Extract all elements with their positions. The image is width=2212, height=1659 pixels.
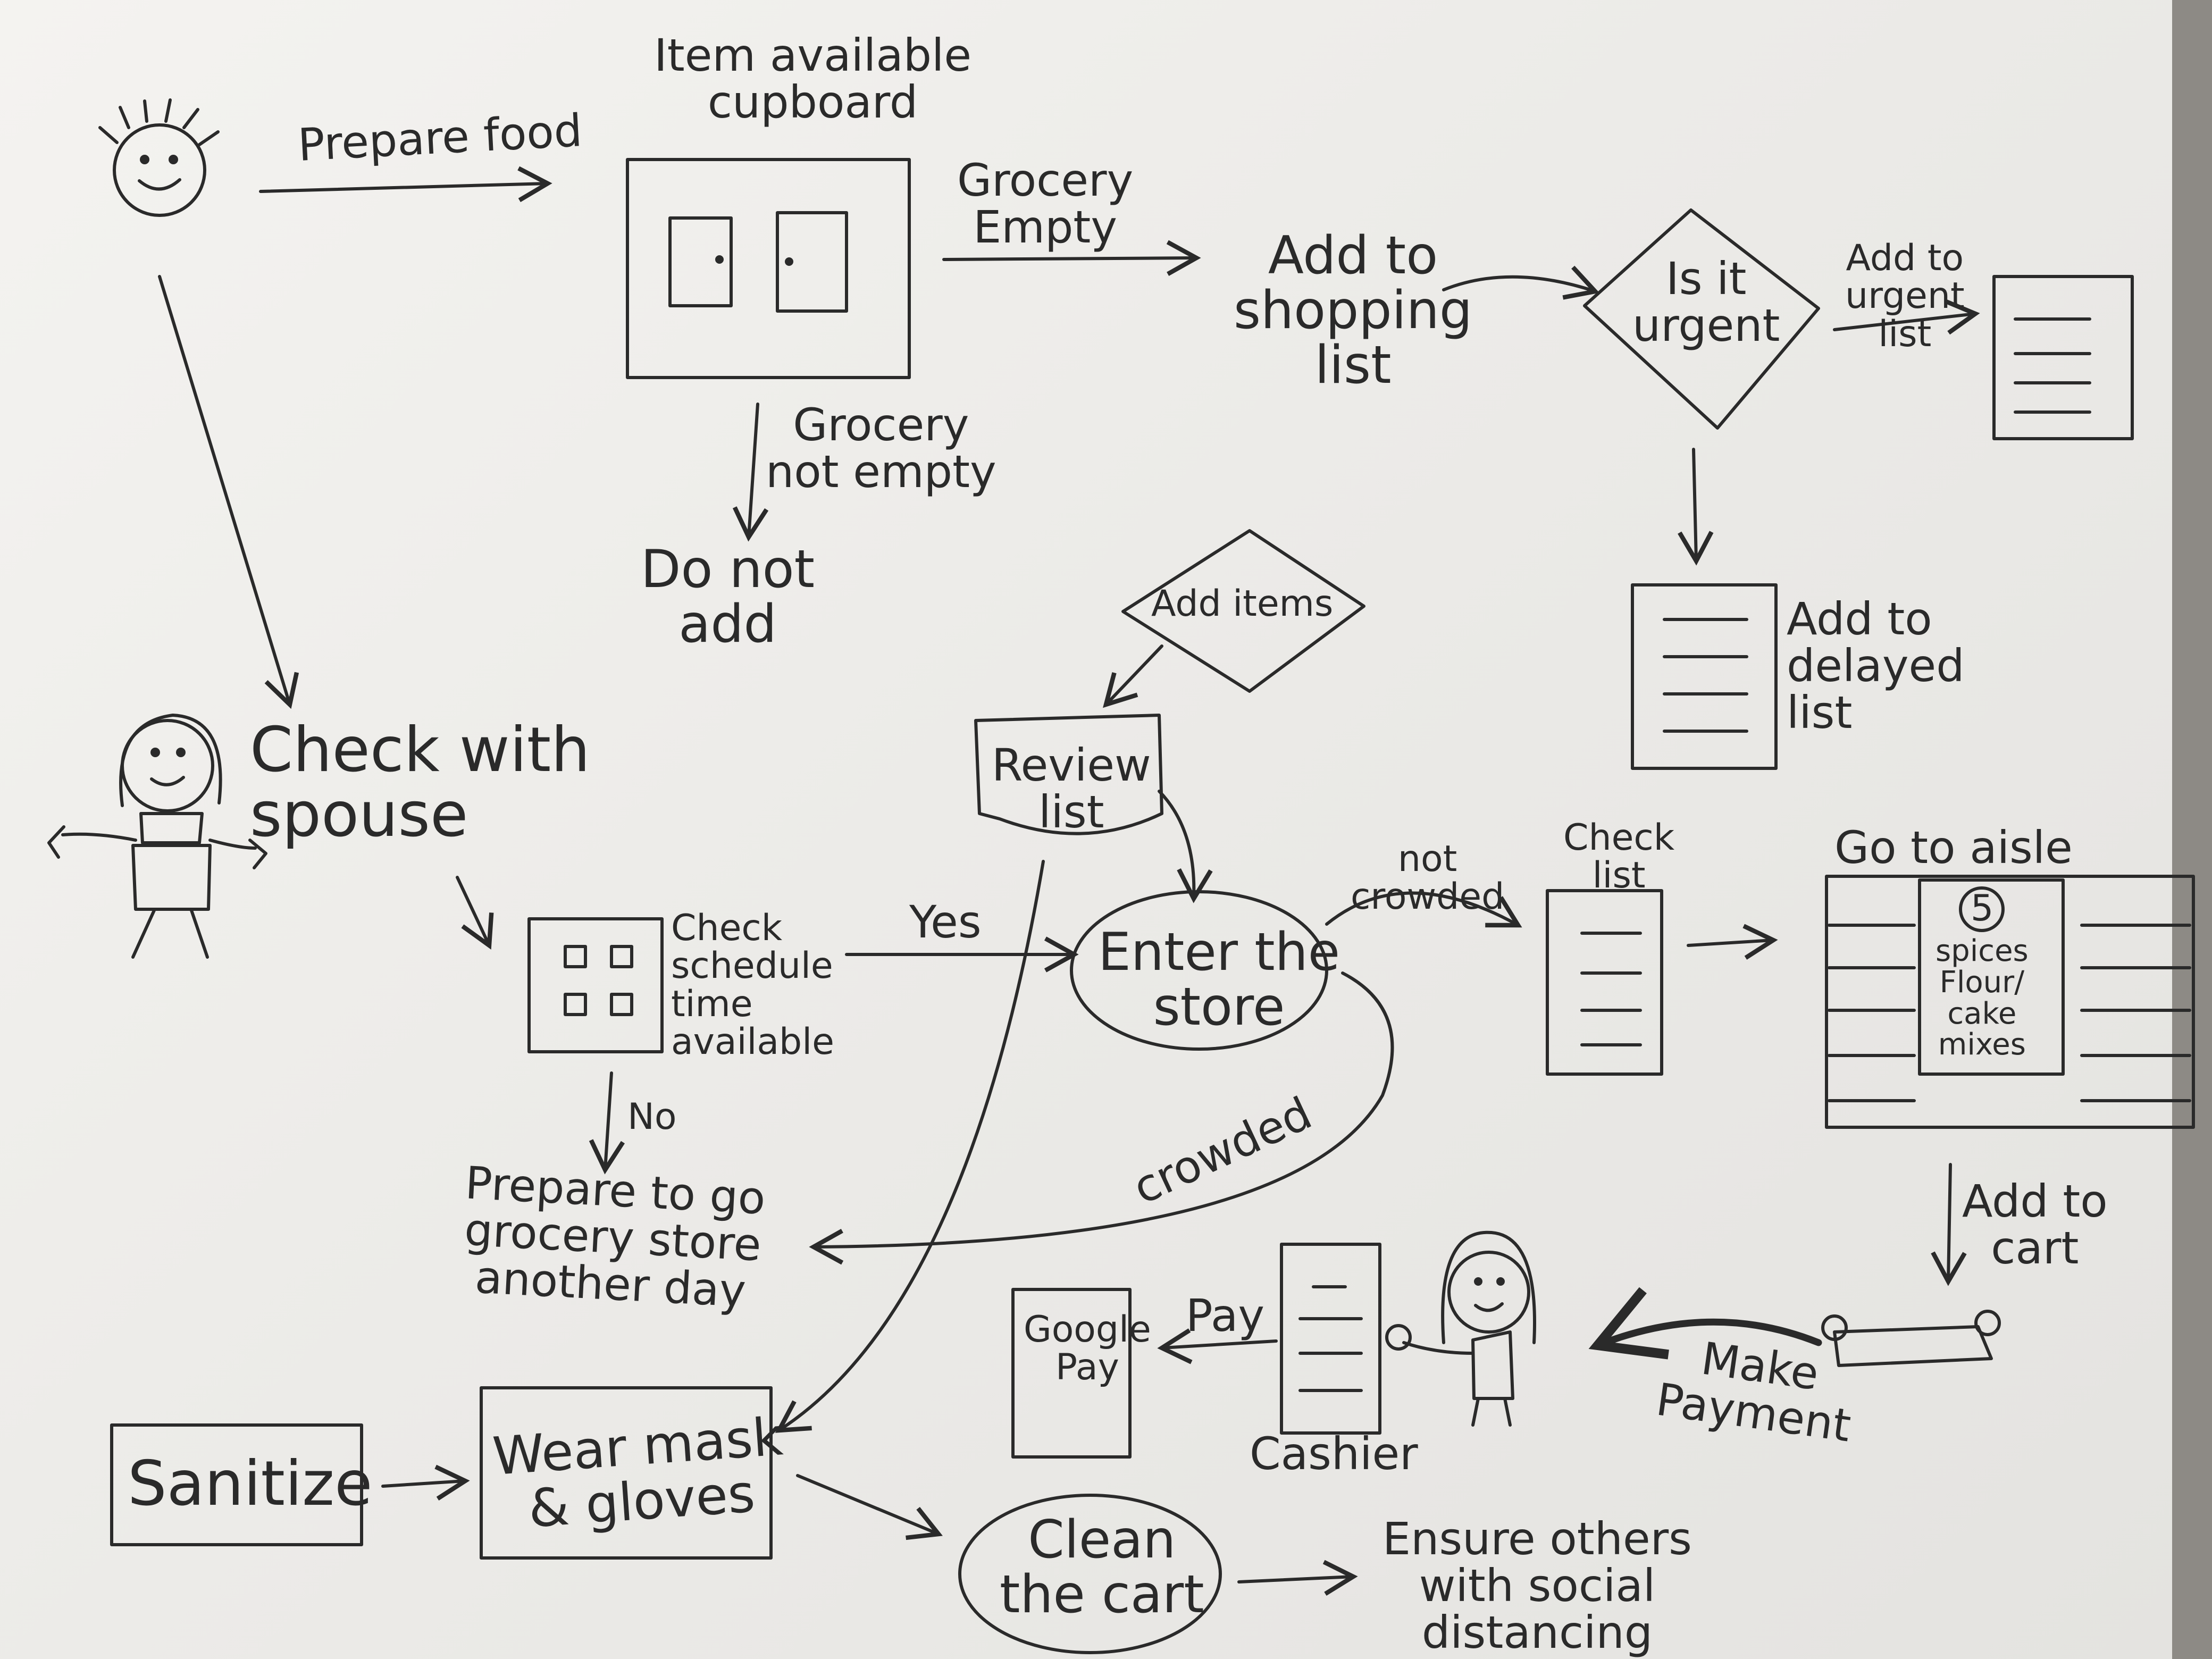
delayed-list-icon xyxy=(1631,583,1778,770)
label-ensure-others: Ensure others with social distancing xyxy=(1382,1513,1692,1659)
arrow-make-payment xyxy=(1588,1287,1822,1360)
label-add-to-cart: Add to cart xyxy=(1962,1175,2108,1275)
arrow-not-crowded xyxy=(1325,891,1522,928)
arrow-sanitize-to-mask xyxy=(381,1464,470,1501)
arrow-prepare-food xyxy=(259,166,552,203)
spouse-figure-icon xyxy=(47,714,267,959)
arrow-to-urgent-check xyxy=(1442,265,1600,300)
label-add-items: Add items xyxy=(1151,583,1334,625)
clean-cart-ellipse xyxy=(958,1494,1222,1654)
label-enter-the-store: Enter the store xyxy=(1098,922,1340,1037)
label-sanitize: Sanitize xyxy=(128,1448,373,1520)
label-item-available: Item available cupboard xyxy=(654,29,972,129)
arrow-clean-to-ensure xyxy=(1237,1560,1358,1596)
label-check-schedule: Check schedule time available xyxy=(671,907,834,1063)
label-yes: Yes xyxy=(909,896,982,948)
label-review-list: Review list xyxy=(992,739,1151,839)
label-no: No xyxy=(627,1096,677,1138)
arrow-add-to-urgent xyxy=(1833,299,1980,335)
person-head-icon xyxy=(98,98,220,217)
sanitize-box xyxy=(110,1423,363,1546)
label-check-list: Check list xyxy=(1563,817,1675,897)
cashier-figure-icon xyxy=(1385,1230,1536,1427)
arrow-grocery-empty xyxy=(942,240,1201,276)
label-not-crowded: not crowded xyxy=(1351,838,1505,918)
label-go-to-aisle: Go to aisle xyxy=(1834,822,2073,874)
enter-store-ellipse xyxy=(1070,890,1328,1051)
shopping-cart-icon xyxy=(1821,1310,2001,1367)
check-list-icon xyxy=(1546,889,1663,1076)
arrow-review-to-mask xyxy=(775,860,1045,1433)
arrow-to-delayed xyxy=(1678,448,1714,566)
label-google-pay: Google Pay xyxy=(1024,1309,1151,1389)
label-prepare-another-day: Prepare to go grocery store another day xyxy=(463,1157,767,1318)
arrow-add-items-to-review xyxy=(1103,644,1163,708)
arrow-mask-to-clean xyxy=(796,1474,943,1540)
label-add-to-urgent: Add to urgent list xyxy=(1845,237,1965,355)
cash-register-icon xyxy=(1280,1243,1381,1435)
google-pay-card xyxy=(1011,1288,1132,1459)
label-pay: Pay xyxy=(1186,1289,1265,1342)
add-items-diamond xyxy=(1121,529,1365,693)
arrow-head-to-spouse xyxy=(158,275,299,709)
arrow-crowded xyxy=(809,971,1394,1265)
label-clean-the-cart: Clean the cart xyxy=(1000,1510,1204,1625)
calendar-icon xyxy=(527,917,664,1053)
arrow-review-to-enter xyxy=(1158,790,1213,903)
label-grocery-empty: Grocery Empty xyxy=(957,154,1134,254)
label-cashier: Cashier xyxy=(1250,1428,1418,1480)
arrow-no xyxy=(589,1071,625,1175)
label-add-to-shopping-list: Add to shopping list xyxy=(1234,225,1473,396)
label-is-it-urgent: Is it urgent xyxy=(1632,253,1780,352)
is-urgent-diamond xyxy=(1583,208,1820,430)
label-do-not-add: Do not add xyxy=(641,539,815,655)
review-list-shape xyxy=(974,714,1163,835)
label-aisle-items: spices Flour/ cake mixes xyxy=(1936,934,2029,1062)
label-grocery-not-empty: Grocery not empty xyxy=(766,399,996,498)
arrow-add-to-cart xyxy=(1931,1163,1967,1286)
arrow-checklist-to-aisle xyxy=(1687,924,1778,960)
wear-mask-box xyxy=(480,1386,773,1560)
aisle-shelf-icon xyxy=(1825,875,2195,1129)
label-add-to-delayed: Add to delayed list xyxy=(1787,593,1965,739)
arrow-grocery-not-empty xyxy=(732,403,769,542)
cupboard-icon xyxy=(626,158,911,379)
urgent-list-icon xyxy=(1992,275,2134,440)
label-aisle-number: 5 xyxy=(1971,887,1994,929)
arrow-pay xyxy=(1157,1328,1278,1364)
label-wear-mask: Wear mask & gloves xyxy=(491,1406,785,1540)
label-check-with-spouse: Check with spouse xyxy=(250,714,590,851)
arrow-spouse-to-schedule xyxy=(456,876,494,950)
